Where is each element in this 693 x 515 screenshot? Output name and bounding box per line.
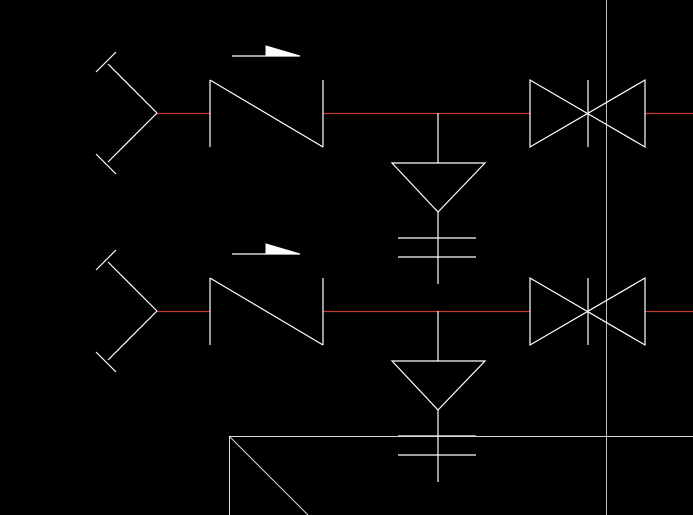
y-fitting-icon: [95, 51, 158, 175]
piping-row: [95, 45, 693, 284]
check-valve-icon: [209, 277, 324, 346]
check-valve-icon: [209, 79, 324, 148]
drawing-frame: [228, 435, 693, 515]
capacitor-plates-icon: [398, 435, 476, 456]
branch-triangle-icon: [390, 113, 487, 284]
y-fitting-icon: [95, 249, 158, 373]
flow-arrow-icon: [232, 243, 301, 255]
piping-row: [95, 243, 693, 482]
gate-valve-icon: [529, 78, 646, 149]
branch-triangle-icon: [390, 311, 487, 482]
capacitor-plates-icon: [398, 237, 476, 258]
gate-valve-icon: [529, 276, 646, 347]
flow-arrow-icon: [232, 45, 301, 57]
